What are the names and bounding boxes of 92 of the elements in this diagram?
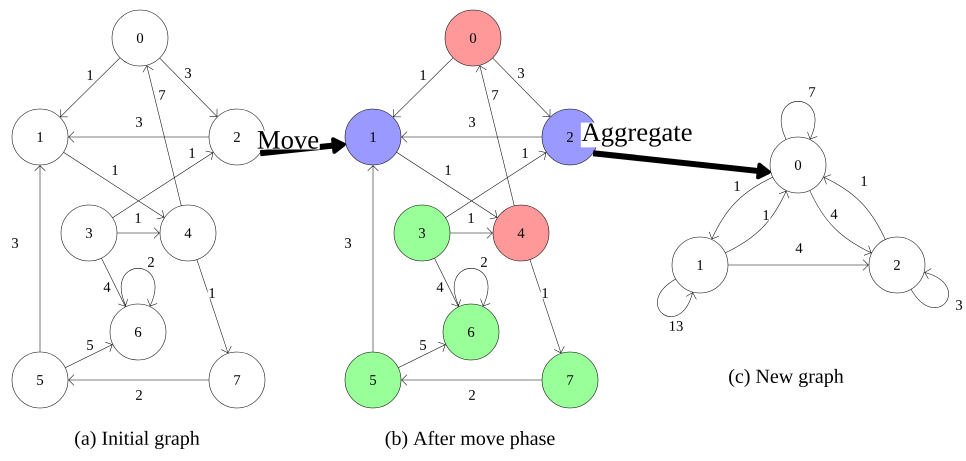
graph-node: 3 xyxy=(394,204,450,262)
edge-label: 1 xyxy=(208,288,216,299)
edge-label: 3 xyxy=(184,67,192,79)
edge-label: 1 xyxy=(540,288,550,299)
graph-node: 7 xyxy=(542,352,598,408)
arrow xyxy=(396,152,498,220)
edge-label: 1 xyxy=(86,70,94,80)
arrow xyxy=(728,259,869,271)
edge-label: 2 xyxy=(468,389,476,401)
edge-label: 3 xyxy=(344,237,352,249)
caption: (c) New graph xyxy=(729,368,844,388)
edge-label: 1 xyxy=(466,212,476,224)
graph-node: 6 xyxy=(442,304,500,360)
arrow xyxy=(454,268,490,307)
arrow xyxy=(657,278,697,317)
arrow xyxy=(708,176,773,240)
edge-label: 1 xyxy=(732,180,742,192)
arrow xyxy=(434,258,461,307)
graph-node: 7 xyxy=(208,352,266,408)
arrow xyxy=(112,150,214,218)
arrow xyxy=(393,58,454,118)
thick-arrow xyxy=(592,150,771,180)
arrow xyxy=(142,65,182,206)
edge-label: 4 xyxy=(794,242,804,254)
graph-node: 1 xyxy=(12,108,68,166)
edge-label: 1 xyxy=(762,210,770,220)
edge-label: 7 xyxy=(808,86,816,98)
arrow xyxy=(68,131,209,143)
edge-label: 7 xyxy=(158,90,166,100)
caption: (b) After move phase xyxy=(386,430,555,450)
graph-node: 1 xyxy=(672,236,728,294)
graph-node: 4 xyxy=(492,204,550,262)
arrow xyxy=(367,165,379,352)
arrow xyxy=(910,268,949,308)
edge-label: 1 xyxy=(860,176,868,187)
arrow xyxy=(824,174,886,240)
arrow xyxy=(530,260,565,354)
edge-label: 1 xyxy=(134,212,142,224)
graph-node: 5 xyxy=(344,352,402,408)
arrow xyxy=(63,152,164,220)
edge-label: 2 xyxy=(134,389,144,401)
graph-node: 0 xyxy=(444,10,502,66)
edge-label: 1 xyxy=(520,148,530,159)
edge-label: 1 xyxy=(444,164,452,176)
arrow xyxy=(810,190,872,256)
arrow xyxy=(492,58,550,117)
edge-label: 3 xyxy=(468,116,476,128)
edge-label: 1 xyxy=(418,70,428,80)
arrow xyxy=(781,101,818,140)
arrow xyxy=(160,58,218,117)
caption: (a) Initial graph xyxy=(75,430,200,450)
edge-label: 3 xyxy=(516,67,526,79)
edge-label: 7 xyxy=(490,90,500,100)
arrow xyxy=(60,58,120,118)
edge-label: 13 xyxy=(668,320,684,332)
arrow-label: Move xyxy=(256,130,320,150)
arrow xyxy=(121,268,158,307)
edge-label: 1 xyxy=(188,148,196,159)
arrow xyxy=(476,65,515,206)
edge-label: 3 xyxy=(134,116,144,128)
edge-label: 4 xyxy=(830,208,838,220)
edge-label: 3 xyxy=(954,299,964,311)
graph-node: 5 xyxy=(12,352,68,408)
graph-node: 6 xyxy=(110,304,166,360)
graph-node: 4 xyxy=(160,204,216,262)
arrow xyxy=(725,190,790,254)
arrow xyxy=(445,150,546,218)
edge-label: 5 xyxy=(418,339,428,351)
graph-node: 0 xyxy=(112,10,168,66)
edge-label: 2 xyxy=(146,256,156,268)
edge-label: 2 xyxy=(480,256,488,268)
edge-label: 4 xyxy=(102,282,112,292)
thick-arrow xyxy=(260,137,346,156)
arrow xyxy=(401,131,542,143)
arrow-label: Aggregate xyxy=(580,122,694,148)
arrow xyxy=(450,227,493,239)
edge-label: 1 xyxy=(110,164,120,176)
arrow xyxy=(101,258,128,307)
graph-node: 3 xyxy=(60,204,118,262)
graph-node: 2 xyxy=(868,236,926,294)
arrow xyxy=(65,342,113,368)
arrow xyxy=(68,374,209,386)
arrow xyxy=(398,342,446,368)
edge-label: 5 xyxy=(86,339,94,351)
arrow xyxy=(34,165,46,352)
arrow xyxy=(401,374,542,386)
graph-node: 1 xyxy=(344,108,402,166)
edge-label: 4 xyxy=(436,282,444,292)
graph-node: 0 xyxy=(770,136,826,194)
edge-label: 3 xyxy=(10,237,20,249)
arrow xyxy=(196,260,232,354)
arrow xyxy=(117,227,160,239)
